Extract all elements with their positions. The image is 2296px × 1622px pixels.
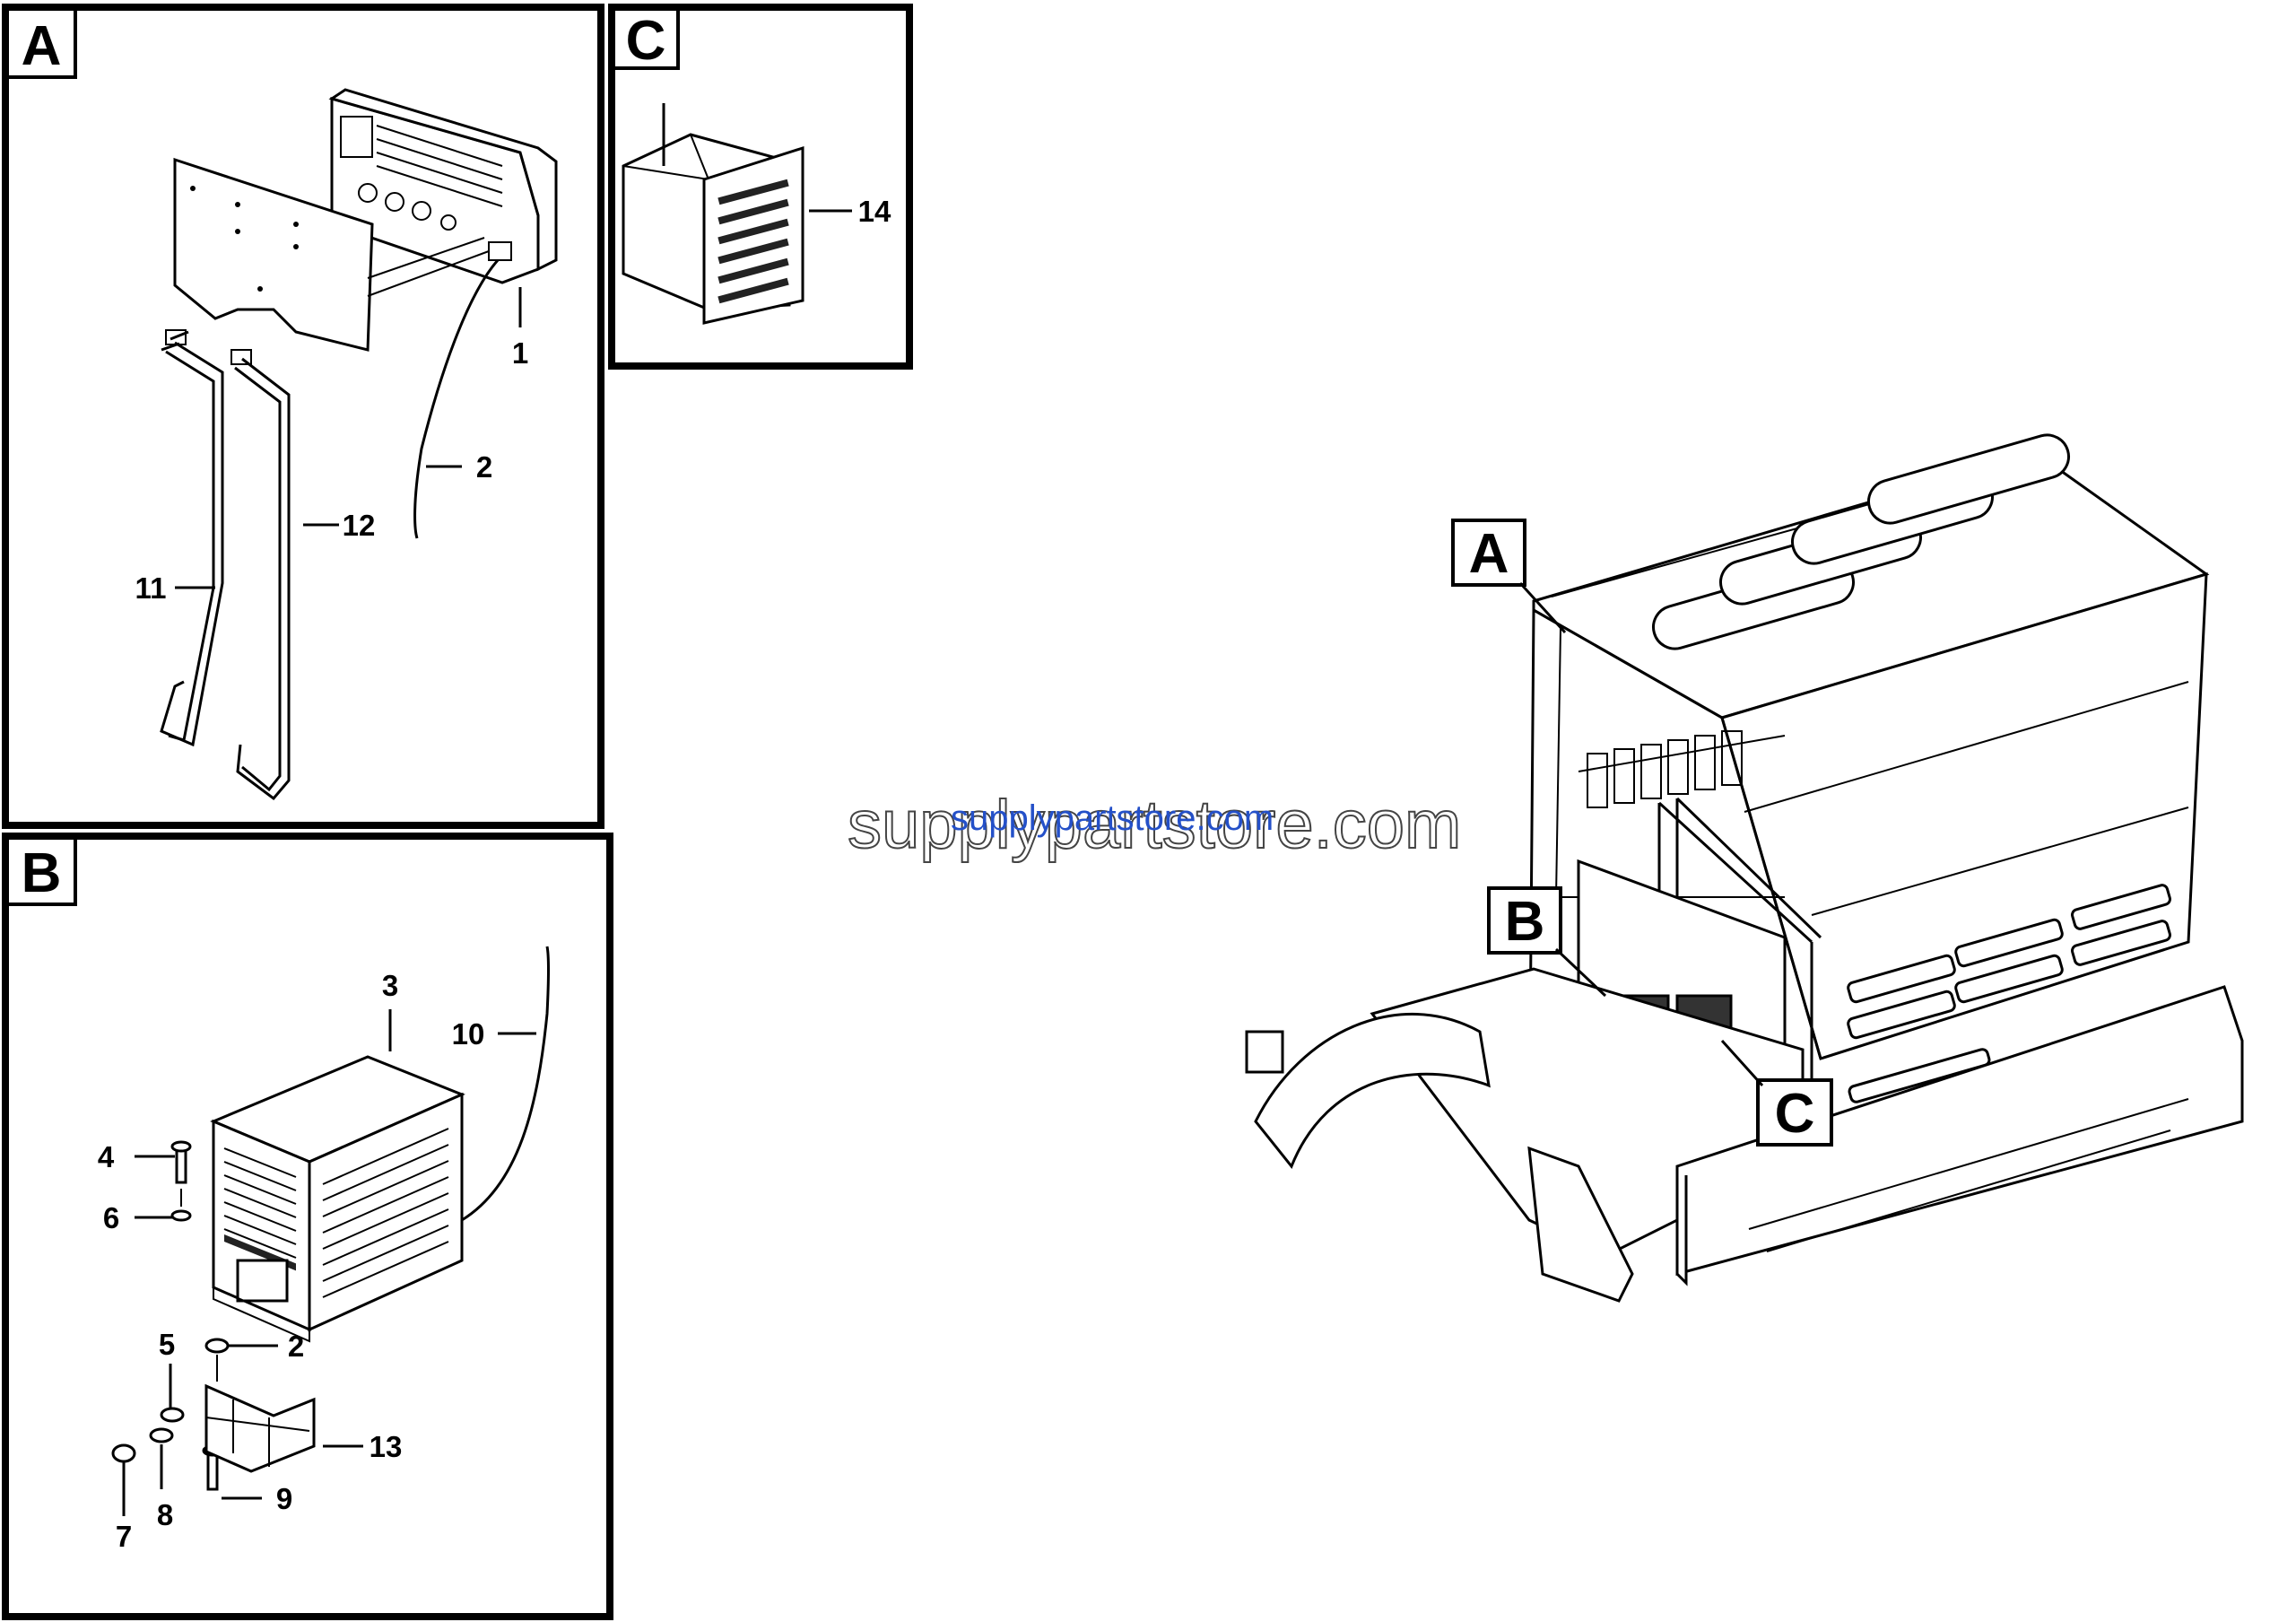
- panel-b-tag: B: [22, 842, 62, 904]
- callout-2-panel-a: 2: [476, 450, 492, 484]
- callout-5: 5: [159, 1328, 175, 1361]
- callout-3: 3: [382, 969, 398, 1002]
- cable-10-drawing: [461, 946, 550, 1222]
- panel-a-tag: A: [22, 15, 62, 77]
- overview-tag-b: B: [1505, 891, 1545, 953]
- callout-6: 6: [103, 1201, 119, 1234]
- overview-tag-a: A: [1469, 523, 1509, 585]
- callout-8: 8: [157, 1498, 173, 1531]
- callout-11: 11: [135, 571, 167, 605]
- callout-2-panel-b: 2: [288, 1330, 304, 1363]
- watermark-overlay: supplypartstore.com: [951, 798, 1274, 838]
- control-unit-drawing: [328, 88, 558, 284]
- heater-side-slots: [223, 1128, 449, 1298]
- vent-heater-drawing: [622, 103, 804, 325]
- panel-b: B: [2, 833, 613, 1620]
- callout-12: 12: [343, 509, 376, 542]
- cable-2-drawing: [413, 259, 500, 539]
- panel-c-tag: C: [626, 10, 666, 72]
- watermark: supplypartstore.com supplypartstore.com: [847, 786, 1462, 864]
- fasteners-drawing: [111, 1140, 230, 1491]
- rear-window-slats: [1587, 730, 1743, 808]
- bracket-plate-drawing: [173, 157, 490, 352]
- side-grille: [1847, 884, 2171, 1130]
- callout-14: 14: [858, 195, 891, 228]
- panel-a: A: [2, 4, 604, 829]
- mounting-bracket-drawing: [204, 1383, 316, 1473]
- overview-tags: A B C: [1451, 519, 1833, 1147]
- callout-9: 9: [276, 1482, 292, 1515]
- callout-1: 1: [512, 336, 528, 370]
- roof-ribs: [1652, 433, 2070, 650]
- panel-c: C 14: [608, 4, 913, 370]
- callout-13: 13: [370, 1430, 403, 1463]
- overview-tag-c: C: [1775, 1083, 1815, 1145]
- callout-4: 4: [98, 1140, 115, 1173]
- cab-overview-drawing: [1245, 433, 2244, 1303]
- callout-7: 7: [116, 1520, 132, 1553]
- callout-10: 10: [452, 1017, 485, 1051]
- watermark-outline: supplypartstore.com: [848, 787, 1461, 863]
- heater-box-drawing: [210, 1055, 465, 1343]
